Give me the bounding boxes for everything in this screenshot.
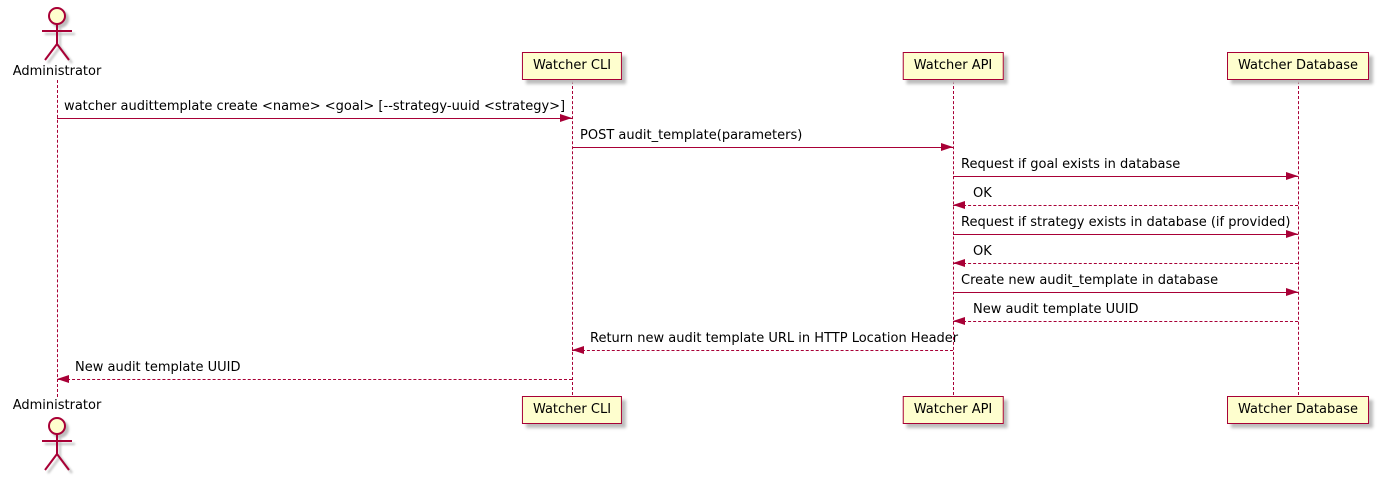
- arrowhead-right-icon: [1286, 288, 1298, 296]
- message-label: watcher audittemplate create <name> <goa…: [64, 99, 566, 114]
- message-label: Request if goal exists in database: [961, 157, 1181, 172]
- lifeline-watcher-cli: [572, 81, 573, 395]
- message-label: Return new audit template URL in HTTP Lo…: [590, 331, 959, 346]
- actor-label-bottom: Administrator: [12, 398, 102, 413]
- arrowhead-left-icon: [57, 375, 69, 383]
- arrowhead-right-icon: [941, 143, 953, 151]
- message-label: OK: [973, 186, 992, 201]
- participant-watcher-cli-bottom: Watcher CLI: [521, 396, 623, 424]
- arrowhead-left-icon: [953, 201, 965, 209]
- participant-watcher-api-top: Watcher API: [902, 52, 1004, 80]
- message-label: New audit template UUID: [75, 360, 241, 375]
- message-line: [572, 147, 953, 148]
- message-line: [57, 379, 572, 380]
- message-line: [953, 205, 1298, 206]
- actor-label-top: Administrator: [12, 64, 102, 79]
- arrowhead-left-icon: [953, 317, 965, 325]
- actor-icon: [42, 417, 72, 471]
- message-line: [953, 234, 1298, 235]
- participant-watcher-cli-top: Watcher CLI: [521, 52, 623, 80]
- participant-watcher-api-bottom: Watcher API: [902, 396, 1004, 424]
- arrowhead-right-icon: [560, 114, 572, 122]
- participant-watcher-database-bottom: Watcher Database: [1227, 396, 1369, 424]
- message-label: OK: [973, 244, 992, 259]
- arrowhead-left-icon: [572, 346, 584, 354]
- message-label: New audit template UUID: [973, 302, 1139, 317]
- message-line: [953, 263, 1298, 264]
- message-line: [953, 321, 1298, 322]
- lifeline-watcher-database: [1298, 81, 1299, 395]
- message-line: [57, 118, 572, 119]
- arrowhead-right-icon: [1286, 172, 1298, 180]
- arrowhead-right-icon: [1286, 230, 1298, 238]
- message-line: [953, 176, 1298, 177]
- message-label: Request if strategy exists in database (…: [961, 215, 1291, 230]
- message-line: [572, 350, 953, 351]
- lifeline-administrator: [57, 80, 58, 397]
- actor-icon: [42, 7, 72, 61]
- message-label: POST audit_template(parameters): [580, 128, 803, 143]
- message-label: Create new audit_template in database: [961, 273, 1219, 288]
- lifeline-watcher-api: [953, 81, 954, 395]
- participant-watcher-database-top: Watcher Database: [1227, 52, 1369, 80]
- message-line: [953, 292, 1298, 293]
- arrowhead-left-icon: [953, 259, 965, 267]
